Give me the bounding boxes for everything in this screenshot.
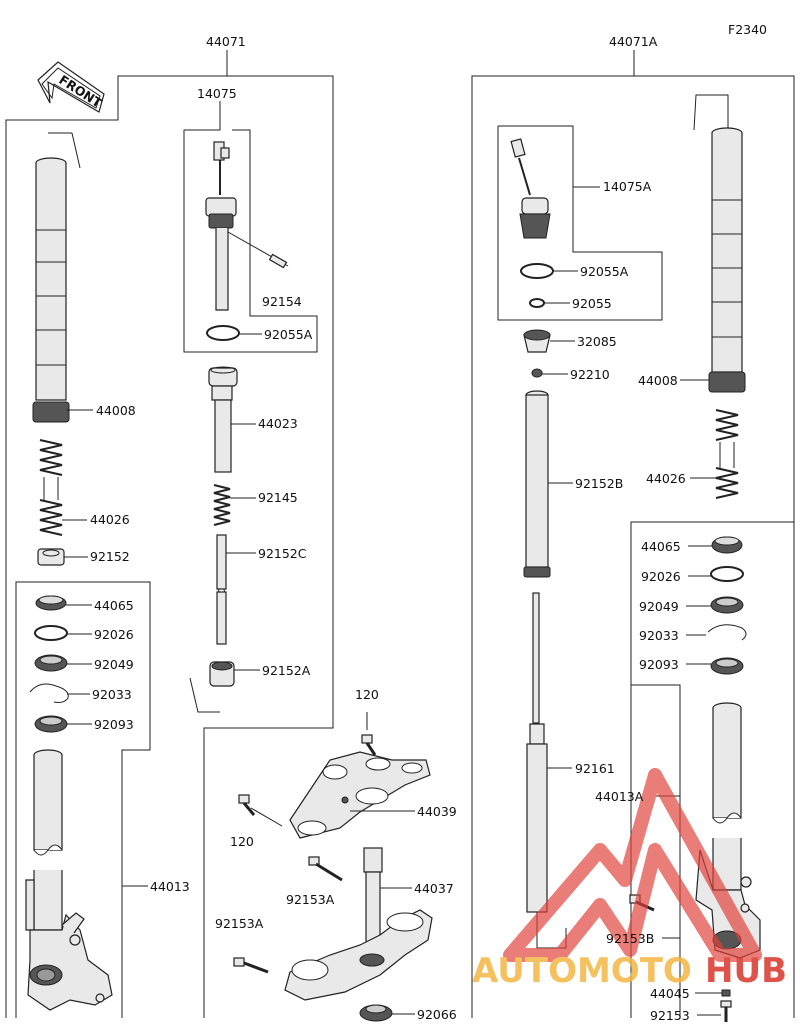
frame-lines — [5, 50, 795, 1018]
figure-code: F2340 — [728, 22, 767, 37]
rod-92152c — [216, 534, 227, 645]
label-92033-left: 92033 — [92, 687, 132, 702]
label-92145: 92145 — [258, 490, 298, 505]
label-92033-right: 92033 — [639, 628, 679, 643]
top-bracket-44039 — [289, 751, 431, 839]
damper-cap — [205, 141, 289, 316]
label-92049-right: 92049 — [639, 599, 679, 614]
label-92154: 92154 — [262, 294, 302, 309]
spring-92145 — [213, 484, 231, 526]
label-92153a-a: 92153A — [286, 892, 335, 907]
label-92093-left: 92093 — [94, 717, 134, 732]
label-44008-right: 44008 — [638, 373, 678, 388]
label-44065-left: 44065 — [94, 598, 134, 613]
outer-tube-left — [32, 132, 81, 423]
label-44013: 44013 — [150, 879, 190, 894]
label-92210: 92210 — [570, 367, 610, 382]
label-44037: 44037 — [414, 881, 454, 896]
assembly-left-label: 44071 — [206, 34, 246, 49]
inner-tube-left — [25, 749, 113, 1011]
steering-parts — [233, 734, 433, 1022]
label-92152b: 92152B — [575, 476, 623, 491]
label-120-top: 120 — [355, 687, 379, 702]
label-120-mid: 120 — [230, 834, 254, 849]
left-fork-parts — [25, 132, 113, 1011]
label-14075: 14075 — [197, 86, 237, 101]
label-92055a-left: 92055A — [264, 327, 313, 342]
watermark-part1: AUTOMOTO — [472, 951, 692, 991]
label-92153a-b: 92153A — [215, 916, 264, 931]
label-92026-right: 92026 — [641, 569, 681, 584]
watermark-logo: AUTOMOTO HUB — [472, 768, 787, 991]
stem-44037 — [284, 847, 433, 1001]
label-92153b: 92153B — [606, 931, 654, 946]
bolt-92153a-a — [308, 856, 343, 882]
label-92152c: 92152C — [258, 546, 307, 561]
label-44026-right: 44026 — [646, 471, 686, 486]
label-92152: 92152 — [90, 549, 130, 564]
bolt-92153a-b — [233, 957, 269, 974]
leader-lines — [62, 186, 722, 1016]
label-92055a-right: 92055A — [580, 264, 629, 279]
nut-92152a — [209, 661, 235, 687]
label-32085: 32085 — [577, 334, 617, 349]
label-92153: 92153 — [650, 1008, 690, 1023]
label-44023: 44023 — [258, 416, 298, 431]
label-92093-right: 92093 — [639, 657, 679, 672]
label-44008-left: 44008 — [96, 403, 136, 418]
label-44065-right: 44065 — [641, 539, 681, 554]
o-ring-92055a-right — [520, 263, 554, 279]
label-92066: 92066 — [417, 1007, 457, 1022]
spring-left — [39, 439, 63, 536]
seal-stack-right — [707, 536, 747, 675]
label-44045: 44045 — [650, 986, 690, 1001]
spring-right — [715, 409, 739, 499]
label-92026-left: 92026 — [94, 627, 134, 642]
label-44013a: 44013A — [595, 789, 644, 804]
label-92152a: 92152A — [262, 663, 311, 678]
bolt-120-top — [361, 734, 377, 756]
label-44039: 44039 — [417, 804, 457, 819]
bolt-120-mid — [238, 794, 256, 816]
label-44026-left: 44026 — [90, 512, 130, 527]
part-32085 — [523, 329, 551, 353]
left-cartridge-parts — [189, 141, 289, 713]
label-92049-left: 92049 — [94, 657, 134, 672]
watermark-part2: HUB — [705, 951, 787, 991]
tube-92152b — [523, 390, 551, 578]
bolt-92153 — [720, 1000, 732, 1022]
leader-92152a-bracket — [189, 677, 220, 713]
label-92161: 92161 — [575, 761, 615, 776]
front-arrow: FRONT — [37, 61, 105, 113]
nut-92210 — [531, 368, 543, 378]
o-ring-92055a-left — [206, 325, 240, 341]
seal-stack-left — [29, 595, 69, 733]
cap-92066 — [359, 1004, 393, 1022]
part-labels: F2340 44071 44071A 14075 92154 92055A 44… — [90, 22, 767, 1023]
cylinder-44023 — [208, 366, 238, 473]
assembly-right-label: 44071A — [609, 34, 658, 49]
damper-cap-right — [510, 138, 551, 239]
collar-left — [37, 548, 65, 566]
label-14075a: 14075A — [603, 179, 652, 194]
outer-tube-right — [693, 94, 746, 393]
label-92055: 92055 — [572, 296, 612, 311]
o-ring-92055 — [529, 298, 545, 308]
